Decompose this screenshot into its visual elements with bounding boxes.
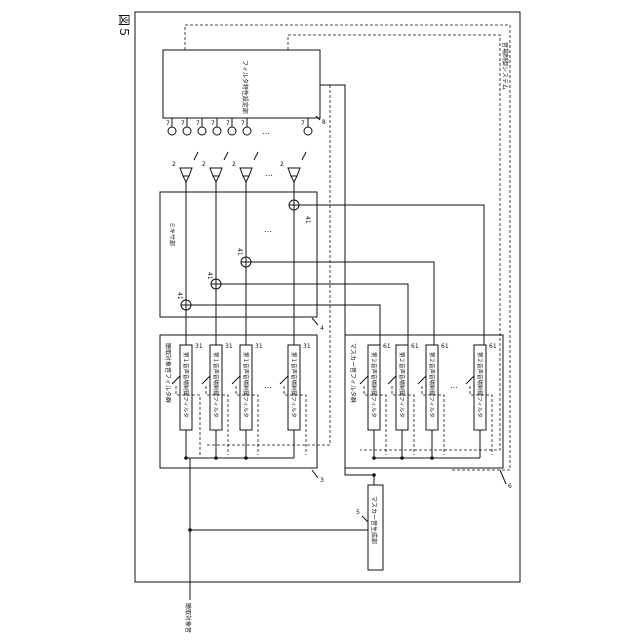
ref-mic: 7 [181, 120, 185, 127]
ref-mixer: 4 [320, 325, 324, 332]
speaker-icon [240, 168, 252, 182]
mixer-label: ミキサ部 [168, 222, 176, 246]
junction-dot [244, 456, 248, 460]
junction-dot [188, 528, 192, 532]
filter-setting-label: フィルタ特性設定部 [241, 60, 249, 114]
junction-dot [430, 456, 434, 460]
ref-mic: 7 [301, 120, 305, 127]
speaker-sound-marks [194, 152, 306, 160]
ref-leader-5 [362, 516, 368, 522]
filter2-label: 第２音声音場制御フィルタ [370, 352, 378, 418]
speaker-icon [210, 168, 222, 182]
ref-filter2: 61 [411, 343, 419, 350]
masker-filter-group-label: マスカー音フィルタ群 [349, 343, 357, 403]
speaker-feed-lines [186, 182, 294, 300]
adder-output-lines [186, 205, 484, 345]
ref-filter2: 61 [489, 343, 497, 350]
ref-speaker: 2 [280, 161, 284, 168]
ref-filter2: 61 [383, 343, 391, 350]
system-label: 音場制御システム [501, 42, 509, 90]
figure-label: 図５ [117, 14, 131, 38]
ref-mic: 7 [166, 120, 170, 127]
ref-leader-3 [312, 470, 318, 478]
filter1-label: 第１音声音場制御フィルタ [290, 352, 298, 418]
speaker-icon [180, 168, 192, 182]
adder-ellipsis: … [264, 225, 272, 234]
ref-adder: 41 [236, 248, 243, 256]
ref-filter1: 31 [195, 343, 203, 350]
junction-dot [372, 473, 376, 477]
junction-dot [214, 456, 218, 460]
mic-ellipsis: … [262, 127, 270, 136]
masker-generator-label: マスカー音生成部 [370, 496, 378, 544]
filter2-label: 第２音声音場制御フィルタ [428, 352, 436, 418]
speaker-icon [288, 168, 300, 182]
input-label: 聴取対象音 [184, 603, 192, 633]
ref-mic: 7 [211, 120, 215, 127]
target-filter-group-label: 聴取対象音フィルタ群 [164, 343, 172, 403]
ref-mic: 7 [241, 120, 245, 127]
ref-leader-6 [500, 470, 506, 484]
filter1-label: 第１音声音場制御フィルタ [212, 352, 220, 418]
junction-dot [184, 456, 188, 460]
speaker-row: 2 2 2 2 … [172, 152, 306, 182]
filter1-label: 第１音声音場制御フィルタ [242, 352, 250, 418]
ref-filter-group-3: 3 [320, 477, 324, 484]
ref-filter1: 31 [255, 343, 263, 350]
target-bus [186, 430, 294, 458]
ref-mic: 7 [226, 120, 230, 127]
ref-adder: 41 [206, 272, 213, 280]
filter2-ellipsis: … [450, 381, 458, 390]
microphone-icon [183, 127, 191, 135]
mic-stems [172, 118, 308, 127]
microphone-icon [198, 127, 206, 135]
ref-filter2: 61 [441, 343, 449, 350]
masker-bus [374, 430, 480, 458]
ref-adder: 41 [304, 216, 311, 224]
microphone-icon [243, 127, 251, 135]
filter2-label: 第２音声音場制御フィルタ [398, 352, 406, 418]
ref-speaker: 2 [202, 161, 206, 168]
ref-filter-group-6: 6 [508, 483, 512, 490]
dashed-ctrl-line-c [205, 85, 330, 445]
microphone-icon [228, 127, 236, 135]
input-line [190, 458, 368, 600]
adder-group: 41 41 41 41 … [176, 200, 311, 310]
ref-adder: 41 [176, 292, 183, 300]
masker-filters: 第２音声音場制御フィルタ 第２音声音場制御フィルタ 第２音声音場制御フィルタ 第… [360, 343, 497, 455]
microphone-row: 7 7 7 7 7 7 7 … [166, 118, 312, 136]
junction-dot [400, 456, 404, 460]
ref-filter-setting: 8 [322, 119, 326, 126]
junction-dot [372, 456, 376, 460]
ref-filter1: 31 [225, 343, 233, 350]
filter1-label: 第１音声音場制御フィルタ [182, 352, 190, 418]
filter1-ellipsis: … [264, 381, 272, 390]
ref-mic: 7 [196, 120, 200, 127]
speaker-ellipsis: … [265, 169, 273, 178]
ref-speaker: 2 [232, 161, 236, 168]
microphone-icon [213, 127, 221, 135]
filter2-label: 第２音声音場制御フィルタ [476, 352, 484, 418]
mic-signal-line [320, 85, 374, 485]
target-filters: 第１音声音場制御フィルタ 第１音声音場制御フィルタ 第１音声音場制御フィルタ 第… [172, 343, 311, 455]
ref-filter1: 31 [303, 343, 311, 350]
ref-masker-gen: 5 [356, 509, 360, 516]
microphone-icon [168, 127, 176, 135]
ref-leader-4 [312, 318, 318, 325]
ref-speaker: 2 [172, 161, 176, 168]
microphone-icon [304, 127, 312, 135]
